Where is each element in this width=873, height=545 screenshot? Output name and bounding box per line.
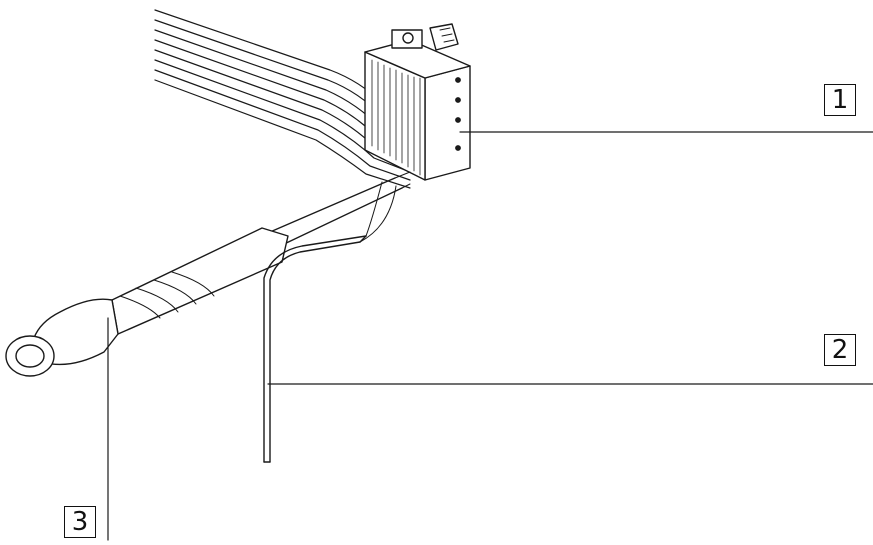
leader-lines (107, 131, 873, 541)
screwdriver-tool (5, 171, 411, 377)
callout-label-3: 3 (64, 506, 96, 538)
callout-label-2: 2 (824, 334, 856, 366)
connector-block (364, 23, 471, 181)
callout-label-1: 1 (824, 84, 856, 116)
bent-wire (263, 181, 397, 463)
wire-bundle (154, 9, 411, 189)
